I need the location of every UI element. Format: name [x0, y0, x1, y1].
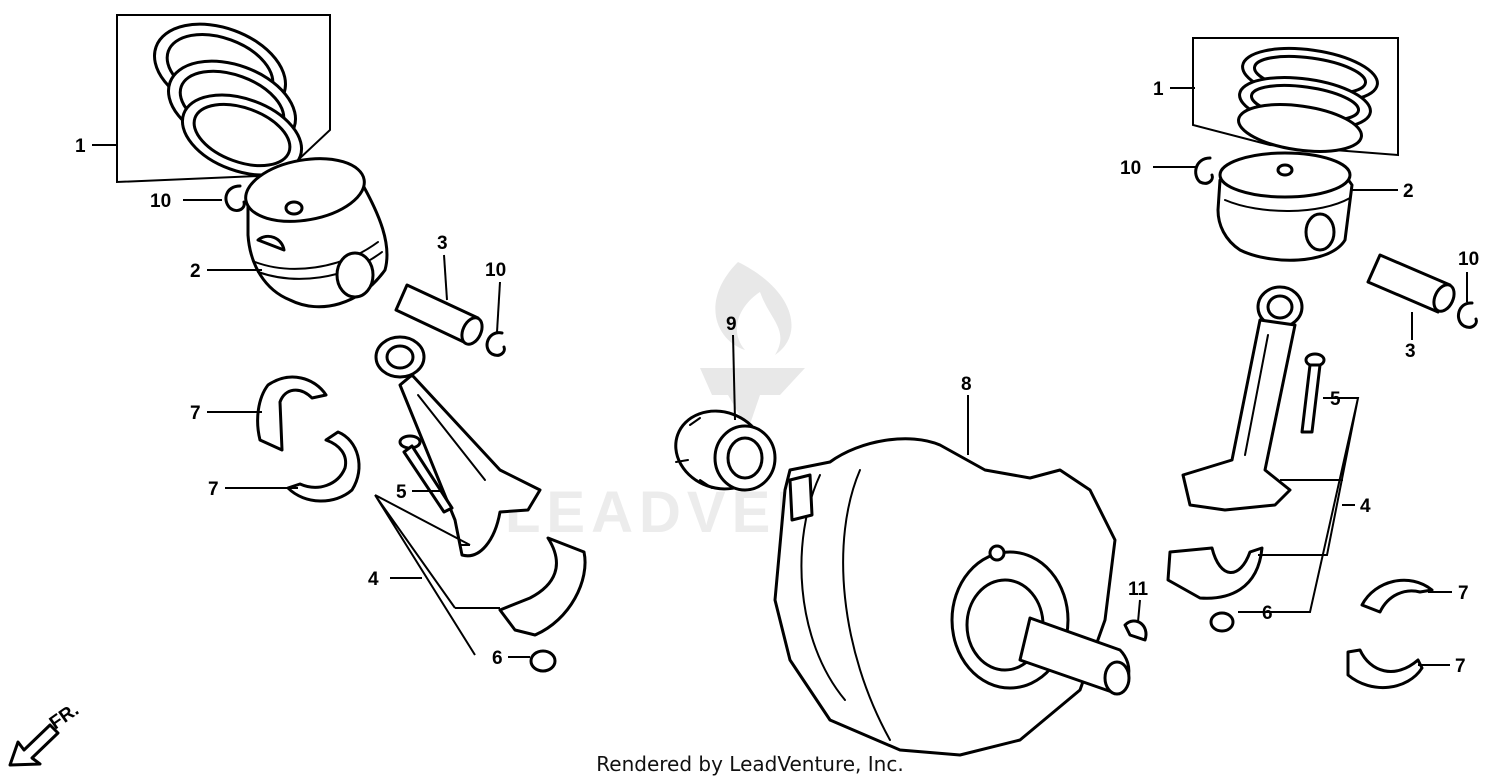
right-piston-pin[interactable] — [1366, 253, 1458, 314]
right-piston-clip-upper[interactable] — [1194, 156, 1214, 185]
callout-left-piston: 2 — [190, 261, 201, 282]
crankshaft-key[interactable] — [1123, 619, 1148, 642]
left-piston-clip-lower[interactable] — [485, 331, 506, 357]
render-credit: Rendered by LeadVenture, Inc. — [596, 752, 904, 776]
callout-left-pin: 3 — [437, 233, 448, 254]
right-bearing-upper[interactable] — [1360, 578, 1434, 614]
callout-right-nut: 6 — [1262, 603, 1273, 624]
left-bearing-lower[interactable] — [286, 430, 361, 503]
callout-left-ring-set: 1 — [75, 136, 86, 157]
callout-right-bearing-upper: 7 — [1458, 583, 1469, 604]
watermark-logo — [700, 262, 805, 430]
crankshaft[interactable] — [773, 437, 1131, 757]
callout-center-gear: 9 — [726, 314, 737, 335]
left-connecting-rod[interactable] — [374, 335, 542, 558]
right-connecting-rod[interactable] — [1181, 285, 1304, 512]
callout-left-bearing-lower: 7 — [208, 479, 219, 500]
right-bearing-lower[interactable] — [1346, 648, 1424, 690]
callout-left-rod-assembly: 4 — [368, 569, 379, 590]
left-ring-set[interactable] — [116, 7, 331, 190]
callout-right-ring-set: 1 — [1153, 79, 1164, 100]
callout-left-bearing-upper: 7 — [190, 403, 201, 424]
callout-right-pin: 3 — [1405, 341, 1416, 362]
callout-right-rod-assembly: 4 — [1360, 496, 1371, 517]
front-arrow-icon — [8, 723, 60, 767]
callout-left-bolt: 5 — [396, 482, 407, 503]
left-piston-clip-upper[interactable] — [224, 184, 246, 212]
left-piston-pin[interactable] — [394, 283, 486, 347]
left-piston[interactable] — [241, 150, 389, 309]
callout-right-piston: 2 — [1403, 181, 1414, 202]
callout-left-clip-lower: 10 — [485, 260, 506, 281]
right-rod-bolt[interactable] — [1300, 352, 1326, 434]
right-piston[interactable] — [1216, 151, 1354, 262]
callout-center-key: 11 — [1128, 579, 1149, 600]
callout-right-clip-lower: 10 — [1458, 249, 1479, 270]
right-ring-set[interactable] — [1192, 37, 1399, 158]
callout-right-clip-upper: 10 — [1120, 158, 1141, 179]
callout-right-bearing-lower: 7 — [1455, 656, 1466, 677]
right-piston-clip-lower[interactable] — [1456, 301, 1478, 329]
cam-sprocket-gear[interactable] — [665, 399, 777, 501]
left-rod-bolt[interactable] — [398, 434, 454, 514]
callout-left-clip-upper: 10 — [150, 191, 171, 212]
leader-lines — [92, 87, 1468, 666]
right-rod-nut[interactable] — [1209, 611, 1235, 633]
callout-center-crankshaft: 8 — [961, 374, 972, 395]
left-bearing-upper[interactable] — [256, 375, 328, 452]
right-rod-cap[interactable] — [1166, 546, 1264, 600]
callout-right-bolt: 5 — [1330, 389, 1341, 410]
left-rod-nut[interactable] — [529, 649, 557, 673]
callout-left-nut: 6 — [492, 648, 503, 669]
left-rod-cap[interactable] — [498, 536, 587, 637]
